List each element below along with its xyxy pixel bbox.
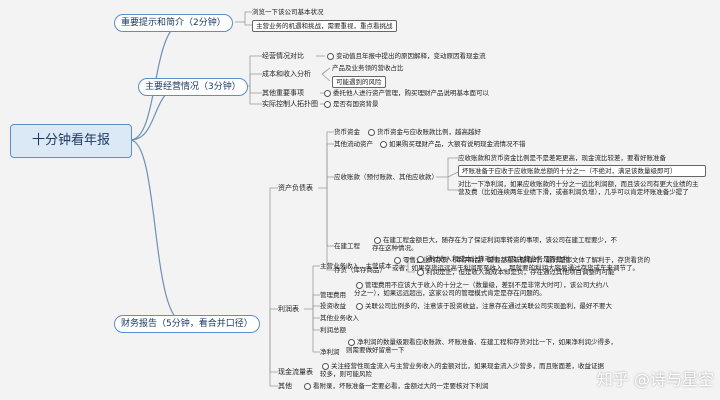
b3-admin-note-row: 管理费用不应该大于收入的十分之一（数量级，差别不是非常大时可），该公司大约八分之… xyxy=(354,281,614,297)
b2-other-note[interactable]: 委托他人进行资产管理，购买理财产品说明基本面可以 xyxy=(333,89,489,97)
b2-cost-item-1[interactable]: 产品及业务领的营收占比 xyxy=(332,64,404,72)
b3-cash-flow-note-row: 关注经营性现金流入与主营业务收入的金额对比，如果现金流入少营多，而且账面差，收益… xyxy=(320,362,610,378)
root-node[interactable]: 十分钟看年报 xyxy=(10,124,132,158)
b3-receivables-note-2[interactable]: 坏账准备于应收于应收账款总额的十分之一（不绝对，满足该数量级即可） xyxy=(458,165,706,177)
watermark: 知乎 @诗与星空 xyxy=(596,370,714,389)
bullet-icon xyxy=(322,362,329,370)
b3-inventory[interactable]: 存货（库存商品） xyxy=(334,266,386,274)
b3-construction[interactable]: 在建工程 xyxy=(334,242,360,250)
branch-financial-report[interactable]: 财务报告（5分钟，看合并口径） xyxy=(114,315,260,333)
bullet-icon xyxy=(324,100,331,108)
b2-comparison-note[interactable]: 变动值且年报中提出的原因解释，变动原因看现金流 xyxy=(336,52,486,60)
bullet-icon xyxy=(417,255,424,263)
bullet-icon xyxy=(304,382,311,390)
b3-revenue-note-1-row: 通过收入和成本计算毛利，以及主营业务是否盈利 xyxy=(415,255,569,263)
b3-inventory-note[interactable]: 零售企业的存货（库存商品）需要都重新整看的，最好是那文体了解利于，存货看货的或者… xyxy=(392,256,650,272)
b3-investment-income[interactable]: 投资收益 xyxy=(320,302,346,310)
b3-net-profit-note[interactable]: 净利润的数量级跟看应收账款、坏账准备、在建工程和存货对比一下，如果净利润少得多，… xyxy=(346,338,617,354)
b3-balance-sheet[interactable]: 资产负债表 xyxy=(278,184,313,192)
b2-controller-note-row: 是否有国资背景 xyxy=(322,100,379,108)
b3-income-statement[interactable]: 利润表 xyxy=(278,305,299,313)
b3-inventory-note-row: 零售企业的存货（库存商品）需要都重新整看的，最好是那文体了解利于，存货看货的或者… xyxy=(392,256,652,272)
b3-revenue-note-1[interactable]: 通过收入和成本计算毛利，以及主营业务是否盈利 xyxy=(426,255,569,263)
branch-important-notes[interactable]: 重要提示和简介（2分钟） xyxy=(114,14,233,32)
bullet-icon xyxy=(380,140,387,148)
b3-net-profit-note-row: 净利润的数量级跟看应收账款、坏账准备、在建工程和存货对比一下，如果净利润少得多，… xyxy=(346,338,622,354)
b3-other-note[interactable]: 看附录，坏账准备一定要必看，金额过大的一定要核对下利润 xyxy=(313,382,489,390)
b3-construction-note-row: 在建工程金额巨大，随存在为了保证利润率转资的事项，该公司在建工程要少，不存在这种… xyxy=(372,236,622,252)
bullet-icon xyxy=(394,256,401,264)
bullet-icon xyxy=(327,52,334,60)
b3-other-note-row: 看附录，坏账准备一定要必看，金额过大的一定要核对下利润 xyxy=(302,382,489,390)
b3-other-current-assets-note[interactable]: 如果购买理财产品，大额有说明现金流情况不错 xyxy=(389,140,526,148)
b1-item-opportunity[interactable]: 主营业务的机遇和挑战，需要重视，重点看挑战 xyxy=(252,20,397,32)
b3-other-current-assets[interactable]: 其他流动资产 xyxy=(334,140,373,148)
bullet-icon xyxy=(374,236,381,244)
bullet-icon xyxy=(348,338,355,346)
b3-cash-note-row: 货币资金与应收账款比例，越高越好 xyxy=(366,128,481,136)
b3-construction-note[interactable]: 在建工程金额巨大，随存在为了保证利润率转资的事项，该公司在建工程要少，不存在这种… xyxy=(372,236,617,252)
b3-investment-income-note[interactable]: 关联公司比例多的，注意该于投资收益，注意存在通过关联公司实现盈利，最好不要大 xyxy=(365,302,612,310)
b3-revenue-note-2[interactable]: 利润是正，但是收入减成本却是负，存在通过其他项目调整的可能 xyxy=(426,268,615,276)
b3-total-profit[interactable]: 利润总额 xyxy=(320,326,346,334)
b2-other[interactable]: 其他重要事项 xyxy=(262,89,304,97)
b2-cost-income[interactable]: 成本和收入分析 xyxy=(262,70,311,78)
b3-admin-expense[interactable]: 管理费用 xyxy=(320,291,346,299)
b3-revenue-note-2-row: 利润是正，但是收入减成本却是负，存在通过其他项目调整的可能 xyxy=(415,268,615,276)
b2-controller[interactable]: 实际控制人拓扑图 xyxy=(262,100,318,108)
b3-cash-flow[interactable]: 现金流量表 xyxy=(278,368,313,376)
branch-operations[interactable]: 主要经营情况（3分钟） xyxy=(138,78,248,96)
bullet-icon xyxy=(356,281,363,289)
b3-investment-note-row: 关联公司比例多的，注意该于投资收益，注意存在通过关联公司实现盈利，最好不要大 xyxy=(354,302,612,310)
b3-cash-note[interactable]: 货币资金与应收账款比例，越高越好 xyxy=(377,128,481,136)
b3-cash-flow-note[interactable]: 关注经营性现金流入与主营业务收入的金额对比，如果现金流入少营多，而且账面差，收益… xyxy=(320,362,604,378)
b3-other-income[interactable]: 其他业务收入 xyxy=(320,314,359,322)
bullet-icon xyxy=(324,89,331,97)
b1-item-basic-status[interactable]: 浏览一下该公司基本状况 xyxy=(252,8,324,16)
b3-admin-expense-note[interactable]: 管理费用不应该大于收入的十分之一（数量级，差别不是非常大时可），该公司大约八分之… xyxy=(354,281,609,297)
b2-other-note-row: 委托他人进行资产管理，购买理财产品说明基本面可以 xyxy=(322,89,489,97)
b2-comparison[interactable]: 经营情况对比 xyxy=(262,52,304,60)
bullet-icon xyxy=(368,128,375,136)
bullet-icon xyxy=(356,302,363,310)
b3-receivables-note-1[interactable]: 应收账款和货币资金比例是不是差距更高，现金流比较差，要看好账准备 xyxy=(458,154,666,162)
b3-other[interactable]: 其他 xyxy=(278,382,292,390)
bullet-icon xyxy=(417,268,424,276)
b3-revenue-cost[interactable]: 主营业务收入，主营成本 xyxy=(320,262,392,270)
b3-cash[interactable]: 货币资金 xyxy=(334,128,360,136)
b3-net-profit[interactable]: 净利润 xyxy=(320,348,340,356)
b2-cost-item-2[interactable]: 可能遇到的风险 xyxy=(332,76,386,88)
b2-comparison-note-row: 变动值且年报中提出的原因解释，变动原因看现金流 xyxy=(325,52,486,60)
b3-receivables[interactable]: 应收账款（预付账款、其他应收款） xyxy=(334,173,438,181)
b2-controller-note[interactable]: 是否有国资背景 xyxy=(333,100,379,108)
b3-receivables-note-3[interactable]: 对比一下净利润，如果应收账款的十分之一远比利润额，而且该公司有更大业绩的主营及费… xyxy=(458,180,699,196)
b3-ocа-note-row: 如果购买理财产品，大额有说明现金流情况不错 xyxy=(378,140,526,148)
